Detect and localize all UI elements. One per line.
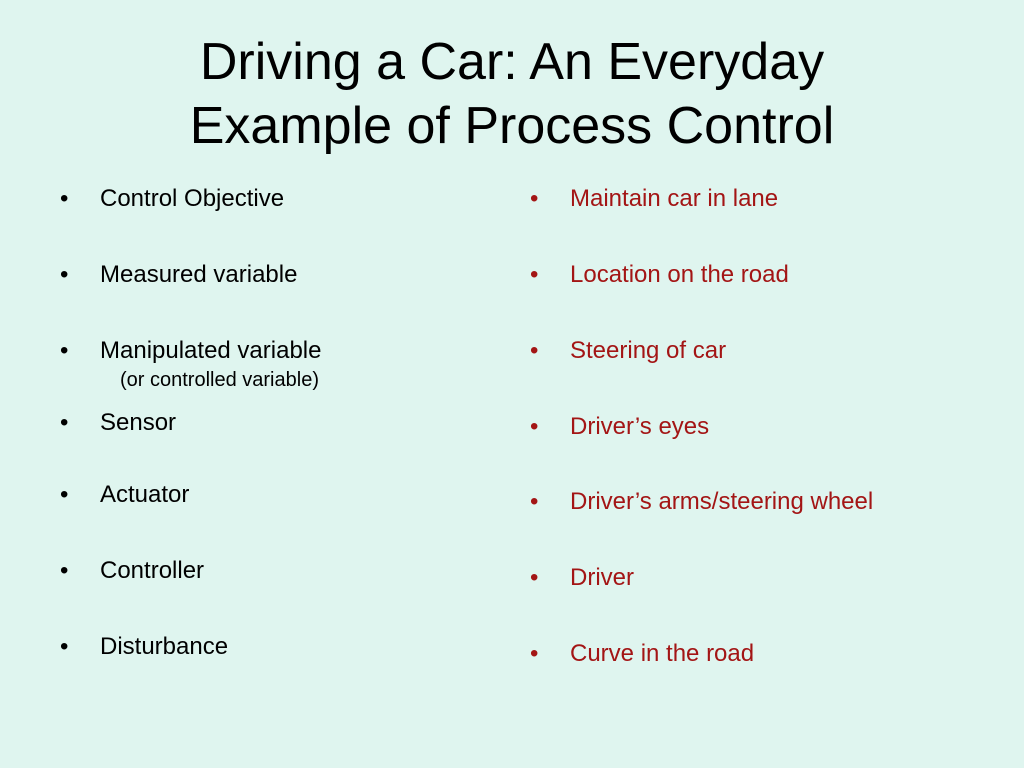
example-label: Steering of car bbox=[570, 337, 727, 364]
bullet-icon: • bbox=[530, 337, 539, 364]
example-sensor: • Driver’s eyes bbox=[530, 410, 709, 444]
example-label: Driver’s eyes bbox=[570, 413, 710, 440]
bullet-icon: • bbox=[60, 185, 69, 212]
term-manipulated-variable: • Manipulated variable (or controlled va… bbox=[60, 334, 321, 392]
term-measured-variable: • Measured variable bbox=[60, 258, 297, 292]
bullet-icon: • bbox=[530, 261, 539, 288]
bullet-icon: • bbox=[60, 261, 69, 288]
term-actuator: • Actuator bbox=[60, 478, 189, 512]
bullet-icon: • bbox=[530, 564, 539, 591]
bullet-icon: • bbox=[60, 557, 69, 584]
slide-title-line-1: Driving a Car: An Everyday bbox=[199, 33, 825, 91]
term-label: Disturbance bbox=[100, 633, 229, 660]
bullet-icon: • bbox=[60, 481, 69, 508]
term-label: Controller bbox=[100, 557, 205, 584]
example-label: Driver bbox=[570, 564, 634, 591]
bullet-icon: • bbox=[530, 640, 539, 667]
example-disturbance: • Curve in the road bbox=[530, 637, 754, 671]
bullet-icon: • bbox=[60, 409, 69, 436]
example-label: Curve in the road bbox=[570, 640, 755, 667]
example-label: Driver’s arms/steering wheel bbox=[570, 488, 874, 515]
term-label: Manipulated variable bbox=[100, 337, 322, 364]
example-controller: • Driver bbox=[530, 561, 634, 595]
example-control-objective: • Maintain car in lane bbox=[530, 182, 778, 216]
term-disturbance: • Disturbance bbox=[60, 630, 228, 664]
term-label: Measured variable bbox=[100, 261, 298, 288]
term-sensor: • Sensor bbox=[60, 406, 176, 440]
bullet-icon: • bbox=[530, 413, 539, 440]
bullet-icon: • bbox=[530, 488, 539, 515]
example-label: Maintain car in lane bbox=[570, 185, 779, 212]
term-note: (or controlled variable) bbox=[120, 369, 319, 391]
slide-title: Driving a Car: An Everyday Example of Pr… bbox=[0, 30, 1024, 158]
bullet-icon: • bbox=[60, 633, 69, 660]
term-label: Sensor bbox=[100, 409, 177, 436]
term-label: Control Objective bbox=[100, 185, 285, 212]
example-measured-variable: • Location on the road bbox=[530, 258, 789, 292]
bullet-icon: • bbox=[60, 337, 69, 364]
slide-title-line-2: Example of Process Control bbox=[189, 97, 835, 155]
term-control-objective: • Control Objective bbox=[60, 182, 284, 216]
example-manipulated-variable: • Steering of car bbox=[530, 334, 726, 368]
bullet-icon: • bbox=[530, 185, 539, 212]
term-controller: • Controller bbox=[60, 554, 204, 588]
example-label: Location on the road bbox=[570, 261, 789, 288]
term-label: Actuator bbox=[100, 481, 190, 508]
example-actuator: • Driver’s arms/steering wheel bbox=[530, 485, 873, 519]
